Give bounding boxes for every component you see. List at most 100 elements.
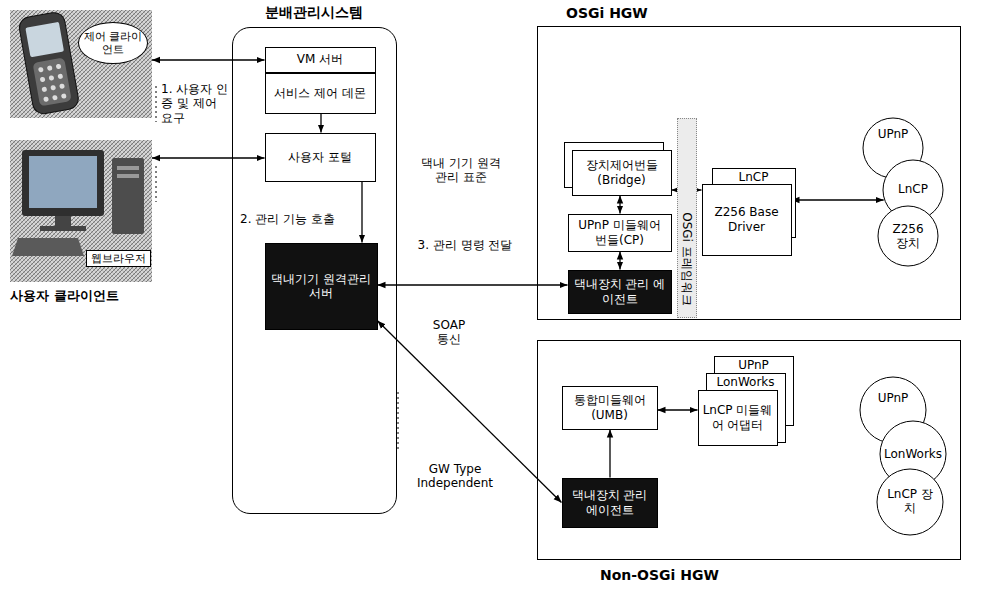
device-label: Z256 장치 <box>887 222 929 251</box>
step-label: 1. 사용자 인증 및 제어 요구 <box>161 82 231 125</box>
connector-arrow <box>792 199 884 200</box>
device-label: LnCP <box>886 182 940 196</box>
computer-illustration <box>29 156 97 208</box>
system-title: OSGi HGW <box>566 5 648 22</box>
node-label: VM 서버 <box>297 52 343 66</box>
system-title: 분배관리시스템 <box>233 4 395 21</box>
connector-arrow <box>152 157 265 158</box>
computer-illustration <box>55 216 71 226</box>
step-label: 댁내 기기 원격 관리 표준 <box>416 156 506 185</box>
agent-box: 댁내장치 관리 에이전트 <box>562 478 658 528</box>
node-label: LnCP 미들웨어 어댑터 <box>703 403 773 432</box>
connector-arrow <box>609 430 610 478</box>
connector-arrow <box>378 284 568 285</box>
phone-illustration <box>18 11 80 115</box>
node-label: 서비스 제어 데몬 <box>274 86 366 100</box>
dotted-separator <box>156 86 157 122</box>
phone-illustration <box>43 96 49 102</box>
phone-illustration <box>18 11 80 115</box>
node-label: 댁내기기 원격관리 서버 <box>270 272 373 301</box>
image-frame <box>10 140 152 282</box>
step-label: GW Type Independent <box>405 462 505 491</box>
device-label: UPnP <box>863 391 923 405</box>
phone-illustration <box>49 75 55 81</box>
phone-illustration <box>52 95 58 101</box>
phone-illustration <box>59 83 65 89</box>
device-circle: Z256 장치 <box>877 205 939 267</box>
node-label: Z256 Base Driver <box>707 205 787 234</box>
process-box: 통합미들웨어 (UMB) <box>562 386 658 430</box>
node-label: 웹브라우저 <box>86 250 151 267</box>
computer-illustration <box>12 150 144 256</box>
process-box: 장치제어번들 (Bridge) <box>572 150 672 196</box>
node-label: UPnP <box>738 358 769 372</box>
connector-arrow <box>378 321 562 503</box>
circle-outline <box>877 469 943 535</box>
computer-illustration <box>22 150 104 216</box>
node-label: 사용자 클라이언트 <box>10 288 119 304</box>
node-label: 댁내장치 관리 에이전트 <box>573 277 667 306</box>
phone-illustration <box>50 85 56 91</box>
image-frame <box>10 10 152 282</box>
computer-illustration <box>112 158 144 234</box>
image-frame <box>10 10 152 118</box>
process-box: LnCP 미들웨어 어댑터 <box>698 390 778 446</box>
node-label: 제어 클라이언트 <box>78 22 148 64</box>
step-label: 2. 관리 기능 호출 <box>240 212 335 226</box>
node-label: 사용자 포털 <box>288 150 352 164</box>
phone-illustration <box>40 77 46 83</box>
node-label: OSGi 프레임워크 <box>679 212 693 306</box>
phone-illustration <box>61 93 67 99</box>
circle-outline <box>878 206 938 266</box>
connector-arrow <box>361 182 362 243</box>
device-circle: LnCP 장치 <box>876 468 944 536</box>
dotted-separator <box>156 86 398 452</box>
connector-arrow <box>320 114 321 133</box>
device-label: LnCP 장치 <box>886 487 934 516</box>
connector-arrow <box>619 252 620 270</box>
node-label: LnCP <box>739 170 769 184</box>
system-boundary: 분배관리시스템VM 서버서비스 제어 데몬사용자 포털댁내기기 원격관리 서버 <box>232 27 397 514</box>
process-box: 사용자 포털 <box>265 133 376 182</box>
phone-illustration <box>57 74 63 80</box>
dotted-separator <box>398 392 399 452</box>
connector-arrow <box>619 196 620 214</box>
computer-illustration <box>117 174 139 178</box>
phone-illustration <box>25 22 64 57</box>
dotted-separator <box>156 166 157 202</box>
connector-arrow <box>152 59 265 60</box>
step-label: SOAP 통신 <box>428 318 470 347</box>
node-label: LonWorks <box>716 375 774 389</box>
device-label: UPnP <box>866 127 920 141</box>
process-box: 서비스 제어 데몬 <box>265 73 376 114</box>
system-title: Non-OSGi HGW <box>600 567 719 584</box>
node-label: 댁내장치 관리 에이전트 <box>567 488 653 517</box>
node-label: 통합미들웨어 (UMB) <box>567 393 653 422</box>
node-label: 장치제어번들 (Bridge) <box>577 158 667 187</box>
step-label: 3. 관리 명령 전달 <box>405 238 525 252</box>
computer-illustration <box>117 166 139 170</box>
phone-illustration <box>41 86 47 92</box>
process-box: VM 서버 <box>265 47 376 73</box>
agent-box: 댁내기기 원격관리 서버 <box>265 243 378 330</box>
computer-illustration <box>12 238 84 256</box>
phone-illustration <box>47 65 53 71</box>
connector-arrow <box>658 409 698 410</box>
computer-illustration <box>40 226 86 231</box>
device-label: LonWorks <box>881 447 945 461</box>
client-image: 웹브라우저사용자 클라이언트 <box>10 140 152 282</box>
agent-box: 댁내장치 관리 에이전트 <box>568 270 672 314</box>
node-label: UPnP 미들웨어 번들(CP) <box>573 218 667 247</box>
client-image: 제어 클라이언트 <box>10 10 152 118</box>
process-box: UPnP 미들웨어 번들(CP) <box>568 214 672 252</box>
phone-illustration <box>33 57 72 106</box>
framework-band: OSGi 프레임워크 <box>677 118 697 318</box>
phone-illustration <box>56 64 62 70</box>
phone-illustration <box>38 67 44 73</box>
process-box: Z256 Base Driver <box>702 184 792 256</box>
